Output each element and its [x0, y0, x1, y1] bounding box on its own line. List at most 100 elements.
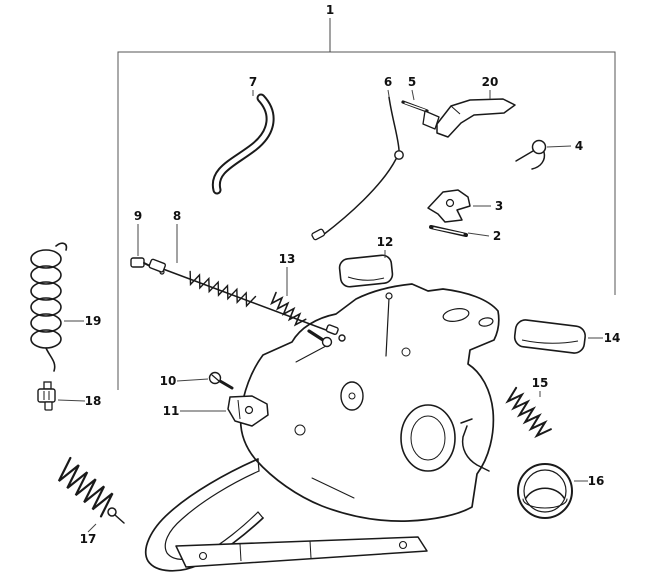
leader-5 — [411, 89, 415, 101]
leader-18 — [57, 399, 86, 402]
rail-tick-2 — [309, 540, 312, 559]
spring13-rot — [270, 291, 307, 327]
choke-rod — [385, 297, 390, 357]
handle-end-cap-2 — [257, 511, 264, 519]
trigger-inner-line — [450, 105, 461, 115]
wire-lower — [322, 158, 397, 236]
rail-tick-1 — [239, 543, 242, 562]
fuel-line-tail — [45, 347, 56, 372]
spring15-rot — [505, 386, 552, 439]
leader-17 — [87, 523, 97, 533]
clutch-opening — [400, 404, 456, 472]
buffer14-body — [513, 319, 586, 354]
rail-outline — [175, 536, 428, 568]
part-19-fuel-line — [30, 242, 68, 372]
rib-line-2 — [311, 477, 355, 499]
callout-7-label: 7 — [249, 75, 257, 89]
trigger-hook — [422, 110, 440, 130]
part-17-av-spring — [57, 456, 125, 524]
cable-end-fitting — [148, 258, 167, 273]
buffer12-line — [347, 276, 385, 281]
screw-boss-1 — [401, 347, 411, 357]
rail-hole-1 — [198, 551, 208, 561]
callout-6-label: 6 — [384, 75, 392, 89]
callout-12-label: 12 — [377, 235, 394, 249]
rib-line-1 — [295, 345, 327, 363]
callout-19-label: 19 — [85, 314, 102, 328]
part-5-pin — [401, 100, 429, 113]
cable-adjuster — [325, 324, 339, 336]
coil-loop — [30, 281, 62, 301]
part-4-spring-clip — [515, 139, 547, 170]
spring17-end — [107, 507, 117, 517]
handle-inner — [164, 470, 260, 560]
assembly-bracket — [117, 51, 616, 390]
cylinder-bore — [340, 381, 364, 411]
spring17-hook — [114, 514, 125, 524]
coil-loop — [30, 249, 62, 269]
clip-leg-1 — [515, 150, 534, 162]
clutch-opening-inner — [410, 415, 446, 461]
hose-inner — [213, 95, 273, 193]
cap-outer — [517, 463, 573, 519]
filter-nub — [44, 401, 53, 411]
coil-loop — [30, 265, 62, 285]
leader-4 — [546, 145, 572, 148]
clip-leg-2 — [531, 151, 546, 170]
part-10-screw — [208, 371, 234, 390]
bore-center — [348, 392, 356, 400]
callout-5-label: 5 — [408, 75, 416, 89]
callout-11-label: 11 — [163, 404, 180, 418]
ear-hole-large — [442, 308, 470, 322]
leader-6 — [387, 89, 390, 97]
callout-8-label: 8 — [173, 209, 181, 223]
cable-wire — [162, 268, 335, 334]
callout-18-label: 18 — [85, 394, 102, 408]
part-2-pin — [429, 225, 468, 237]
part-20-throttle-trigger — [422, 98, 516, 138]
bottom-rail — [175, 536, 428, 568]
callout-14-label: 14 — [604, 331, 621, 345]
leader-10 — [176, 378, 209, 382]
cap-inner — [523, 469, 567, 513]
ear-hole-small — [478, 317, 494, 327]
callout-3-label: 3 — [495, 199, 503, 213]
spring17-rot — [57, 456, 114, 518]
part-18-fuel-filter — [37, 381, 56, 411]
crankcase-outline — [239, 283, 500, 522]
wire-upper — [388, 96, 400, 151]
cable-barrel — [338, 334, 346, 342]
screw10-slot — [211, 374, 220, 382]
callout-17-label: 17 — [80, 532, 97, 546]
bracket-hole — [244, 405, 254, 415]
callout-15-label: 15 — [532, 376, 549, 390]
part-12-vibration-buffer — [338, 254, 394, 288]
part-11-cable-bracket — [227, 395, 269, 427]
callout-labels: 1 2 3 4 5 6 7 8 9 10 11 12 13 14 15 16 1… — [80, 3, 621, 546]
cap-retainer — [461, 425, 490, 472]
callout-20-label: 20 — [482, 75, 499, 89]
buffer12-body — [338, 254, 394, 288]
filter-stem — [43, 381, 52, 390]
part-3-throttle-lever — [427, 189, 471, 223]
coil-loop — [30, 297, 62, 317]
bracket-fold-line — [237, 399, 241, 420]
part-8-throttle-cable — [148, 258, 346, 342]
spring13-coil — [270, 291, 307, 327]
spring17-coil — [57, 456, 114, 518]
screw10-shaft — [218, 379, 234, 390]
hose-outer — [211, 93, 275, 195]
cap-handle — [525, 487, 565, 499]
part-13-spring-screw — [270, 291, 333, 348]
rail-hole-2 — [398, 540, 408, 550]
part-7-fuel-hose — [211, 93, 275, 195]
cap-base-arc — [522, 498, 568, 509]
screw13-head — [321, 336, 333, 348]
trigger-lever — [436, 98, 516, 138]
cable-coil — [189, 270, 257, 308]
callout-1-label: 1 — [326, 3, 334, 17]
cable-spring-section — [189, 270, 257, 308]
part-6-throttle-wire — [311, 96, 404, 241]
